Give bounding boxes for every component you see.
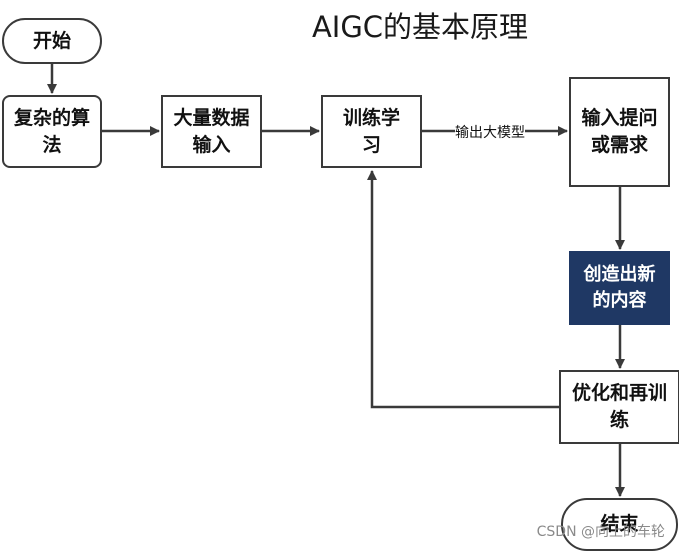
edge-optimize-feedback-to-training <box>367 170 559 409</box>
edge-label-output-model: 输出大模型 <box>455 122 525 142</box>
watermark: CSDN @向上的车轮 <box>536 524 665 540</box>
node-training-learning: 训练学习 <box>321 95 422 168</box>
node-big-data-input: 大量数据输入 <box>161 95 262 168</box>
node-start: 开始 <box>2 18 102 64</box>
node-end: 结束 <box>561 498 678 551</box>
node-optimize-retrain: 优化和再训练 <box>559 370 679 444</box>
node-create-new-content: 创造出新的内容 <box>569 251 670 325</box>
diagram-title: AIGC的基本原理 <box>311 10 529 44</box>
node-complex-algorithm: 复杂的算法 <box>2 95 102 168</box>
node-input-prompt: 输入提问或需求 <box>569 77 670 187</box>
